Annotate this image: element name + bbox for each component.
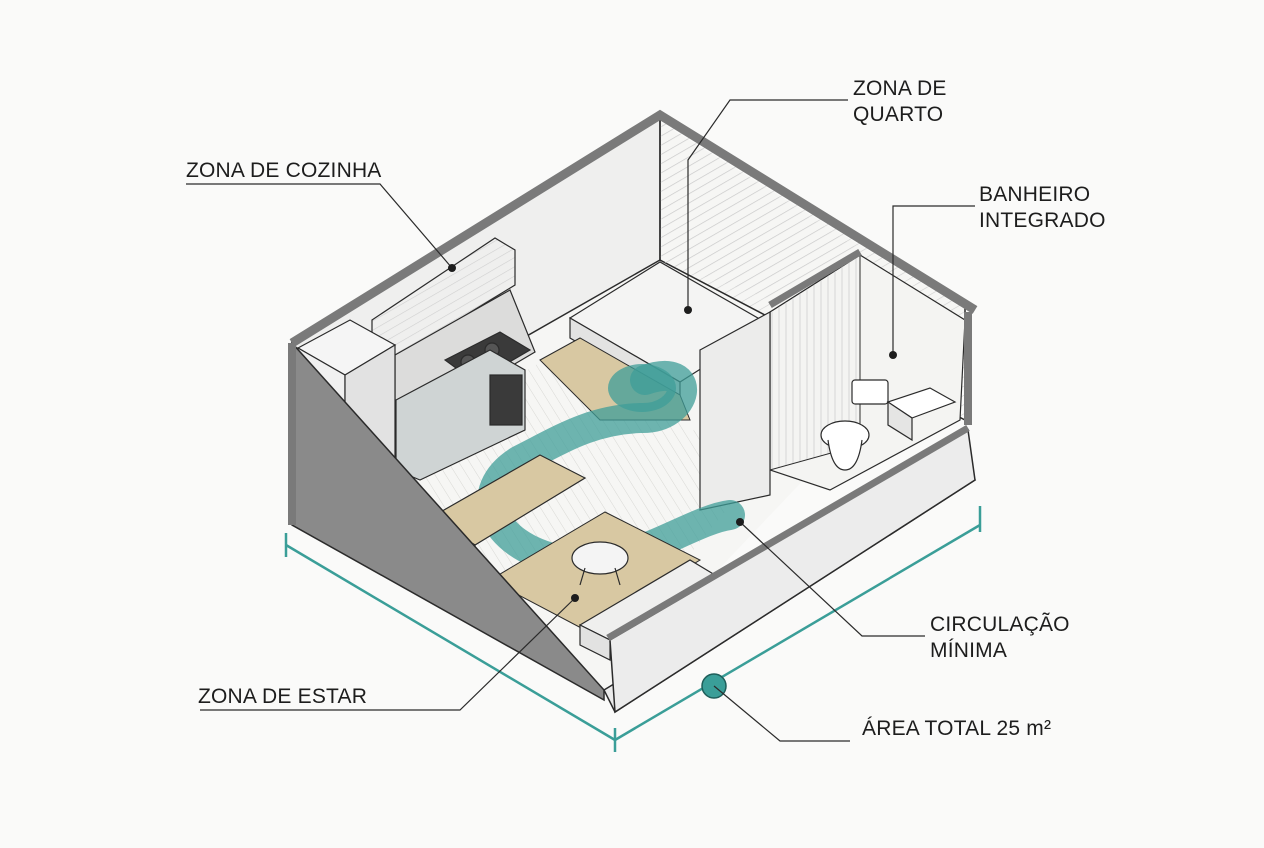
- leader-dot-icon: [448, 264, 897, 602]
- shower-glass: [699, 310, 771, 511]
- lower-wall-top: [606, 424, 970, 642]
- toilet: [820, 379, 889, 471]
- label-living-zone: ZONA DE ESTAR: [198, 685, 368, 708]
- label-bathroom: BANHEIRO INTEGRADO: [979, 183, 1106, 232]
- wall-top-outline: [289, 109, 978, 347]
- coffee-table: [571, 541, 629, 586]
- kitchen-cabinets: [371, 237, 536, 481]
- label-bedroom-zone: ZONA DE QUARTO: [853, 77, 947, 126]
- circulation-node: [608, 364, 676, 412]
- label-kitchen-zone: ZONA DE COZINHA: [186, 159, 382, 182]
- dimension-lines: [284, 506, 982, 752]
- leader-lines: [186, 99, 975, 742]
- bath-partition-top: [768, 248, 862, 309]
- label-total-area: ÁREA TOTAL 25 m²: [862, 717, 1052, 740]
- bathroom-sink: [886, 387, 957, 442]
- label-circulation: CIRCULAÇÃO MÍNIMA: [930, 613, 1070, 662]
